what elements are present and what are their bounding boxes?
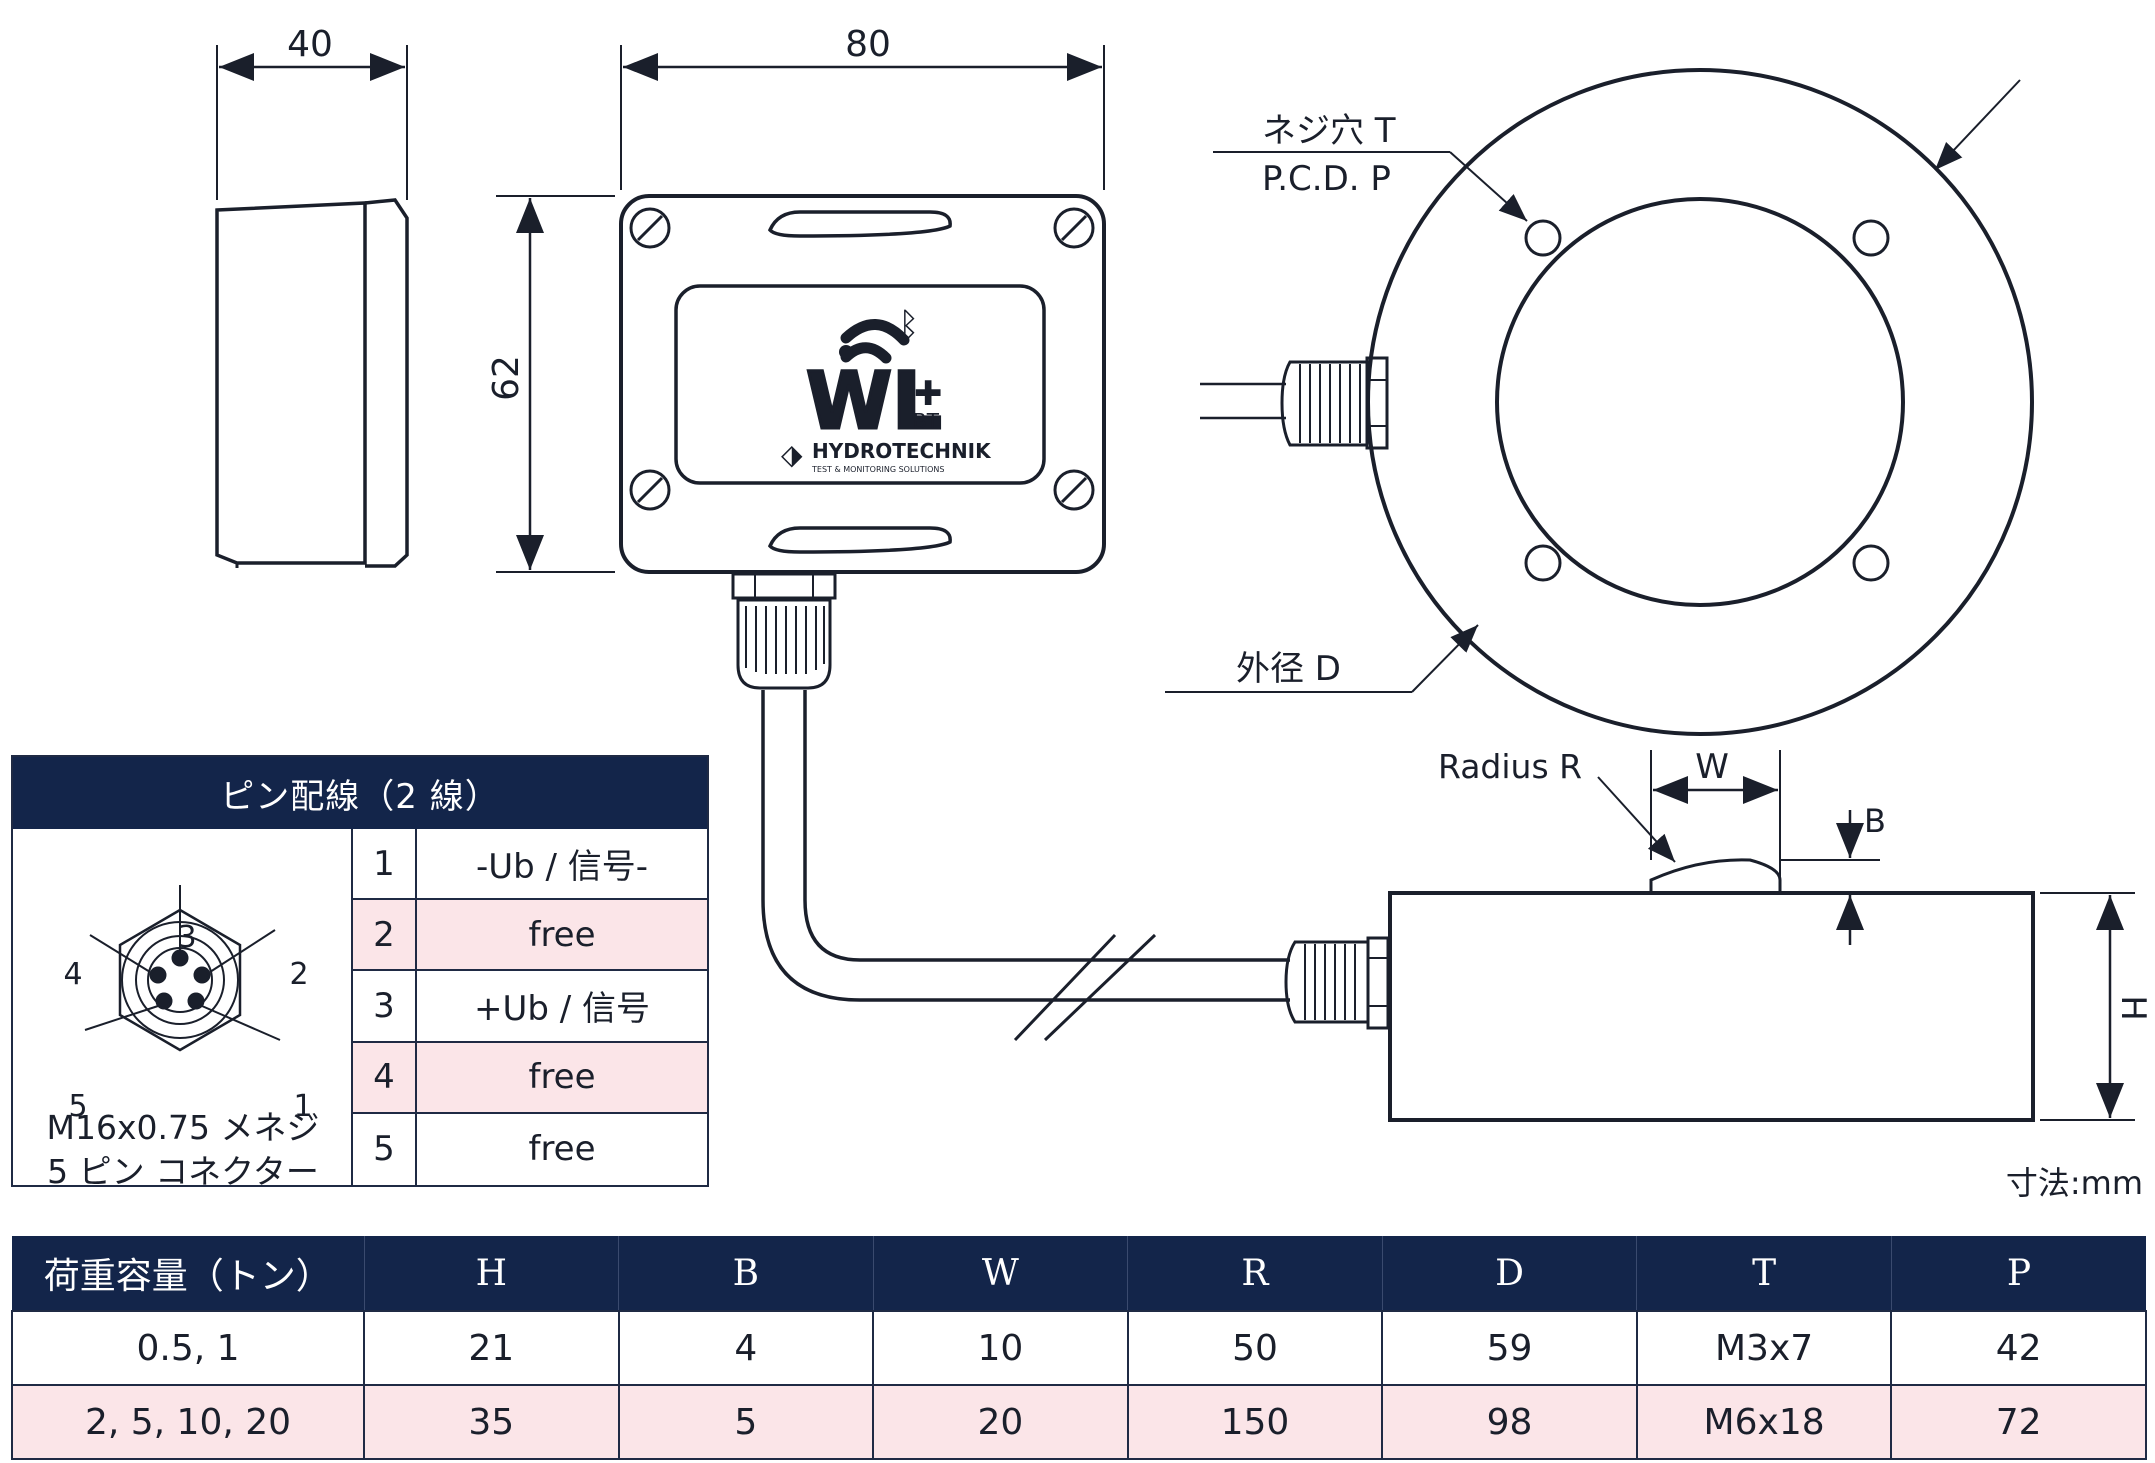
dimension-length — [620, 45, 1105, 190]
brand-logo-icon: ⬗ — [781, 438, 803, 471]
pin-number: 5 — [353, 1113, 417, 1185]
header-w: W — [872, 1236, 1128, 1311]
table-cell: 150 — [1126, 1384, 1384, 1460]
connector-diagram — [84, 885, 281, 1052]
table-cell: 98 — [1381, 1384, 1638, 1460]
table-cell: 42 — [1890, 1310, 2147, 1386]
load-cell-ring — [1165, 68, 2034, 736]
header-h: H — [363, 1236, 619, 1311]
table-cell: 4 — [617, 1310, 875, 1386]
pin-label-2: 2 — [289, 957, 308, 992]
pin-row: 4 free — [353, 1042, 707, 1114]
connector-pin-labels: 3 2 1 4 — [63, 920, 308, 992]
dimension-height — [496, 195, 615, 573]
table-row: 2, 5, 10, 20 35 5 20 150 98 M6x18 72 — [11, 1384, 2147, 1460]
connector-cell: 3 2 1 4 1 5 M16x0.75 メネジ 5 ピン コネクター — [13, 829, 353, 1191]
pin-number: 4 — [353, 1042, 417, 1112]
pin-label-4: 4 — [63, 957, 82, 992]
connector-pin-label-1: 1 — [293, 1089, 313, 1124]
h-label: H — [2113, 995, 2153, 1021]
table-cell: 0.5, 1 — [11, 1310, 365, 1386]
pin-dot-3 — [171, 949, 189, 967]
header-t: T — [1636, 1236, 1892, 1311]
load-cell-side-view — [1284, 750, 2135, 1122]
pin-number: 3 — [353, 971, 417, 1041]
cable-gland-bottom — [731, 572, 837, 690]
header-p: P — [1890, 1236, 2146, 1311]
dimension-width — [216, 45, 408, 200]
pin-label-3: 3 — [177, 920, 196, 955]
table-cell: 59 — [1381, 1310, 1638, 1386]
table-cell: 2, 5, 10, 20 — [11, 1384, 365, 1460]
w-label: W — [1695, 747, 1729, 787]
pin-row: 1 -Ub / 信号- — [353, 829, 707, 901]
header-d: D — [1381, 1236, 1637, 1311]
pin-row: 5 free — [353, 1113, 707, 1185]
product-name: WL — [806, 357, 942, 447]
table-cell: 35 — [363, 1384, 620, 1460]
table-cell: M3x7 — [1635, 1310, 1893, 1386]
pin-row: 2 free — [353, 900, 707, 972]
connector-spec-line2: 5 ピン コネクター — [47, 1152, 319, 1191]
brand-tagline: TEST & MONITORING SOLUTIONS — [811, 465, 945, 474]
pin-description: +Ub / 信号 — [473, 989, 651, 1030]
table-cell: M6x18 — [1635, 1384, 1893, 1460]
pin-row: 3 +Ub / 信号 — [353, 971, 707, 1043]
brand-name: HYDROTECHNIK — [812, 439, 992, 463]
enclosure-front-view — [619, 194, 1106, 574]
table-row: 0.5, 1 21 4 10 50 59 M3x7 42 — [11, 1310, 2147, 1386]
pin-wiring-table: ピン配線（2 線） 3 2 1 4 1 5 M16x0.75 メネジ 5 ピン … — [11, 755, 709, 1191]
header-b: B — [618, 1236, 874, 1311]
table-cell: 50 — [1126, 1310, 1384, 1386]
pin-description: free — [417, 900, 707, 970]
pin-number: 1 — [353, 829, 417, 899]
thread-hole-label: ネジ穴 T — [1262, 111, 1396, 151]
pin-table-title: ピン配線（2 線） — [13, 757, 707, 829]
unit-note: 寸法:mm — [2005, 1164, 2143, 1202]
dim-length-text: 80 — [845, 24, 891, 65]
cable — [761, 690, 1290, 1042]
dim-width-text: 40 — [287, 24, 333, 65]
pin-number: 2 — [353, 900, 417, 970]
screw-bottom-left — [629, 469, 671, 511]
spec-header-row: 荷重容量（トン） H B W R D T P — [12, 1236, 2146, 1311]
table-cell: 10 — [872, 1310, 1129, 1386]
product-plus-icon: ✚ — [914, 374, 943, 414]
pin-rows: 1 -Ub / 信号- 2 free 3 +Ub / 信号 4 free 5 f… — [353, 829, 707, 1185]
pin-dot-4 — [149, 966, 167, 984]
dim-height-text: 62 — [486, 355, 527, 401]
pin-description: free — [417, 1042, 707, 1112]
b-label: B — [1864, 802, 1886, 840]
table-cell: 20 — [872, 1384, 1129, 1460]
screw-bottom-right — [1053, 469, 1095, 511]
connector-pin-label-5: 5 — [68, 1089, 88, 1124]
product-logo: ᛒ WL ✚ BT ⬗ HYDROTECHNIK TEST & MONITORI… — [781, 306, 992, 474]
table-cell: 5 — [617, 1384, 875, 1460]
screw-top-right — [1053, 207, 1095, 249]
product-suffix: BT — [913, 409, 940, 433]
pin-description: -Ub / 信号- — [475, 847, 649, 888]
wifi-arc-outer-icon — [840, 319, 910, 346]
table-cell: 72 — [1890, 1384, 2147, 1460]
pin-dot-1 — [187, 992, 205, 1010]
pin-dot-2 — [193, 966, 211, 984]
header-capacity: 荷重容量（トン） — [12, 1236, 364, 1311]
pcd-label: P.C.D. P — [1262, 159, 1391, 199]
table-cell: 21 — [363, 1310, 620, 1386]
enclosure-side-view — [215, 198, 409, 568]
radius-label: Radius R — [1438, 747, 1582, 786]
outer-diameter-label: 外径 D — [1236, 649, 1341, 689]
bluetooth-icon: ᛒ — [898, 306, 920, 347]
pin-dot-5 — [155, 992, 173, 1010]
connector-spec-line1: M16x0.75 メネジ — [46, 1108, 320, 1147]
pin-description: free — [528, 1129, 596, 1170]
screw-top-left — [629, 207, 671, 249]
spec-table: 荷重容量（トン） H B W R D T P 0.5, 1 21 4 10 50… — [11, 1236, 2147, 1460]
header-r: R — [1127, 1236, 1383, 1311]
